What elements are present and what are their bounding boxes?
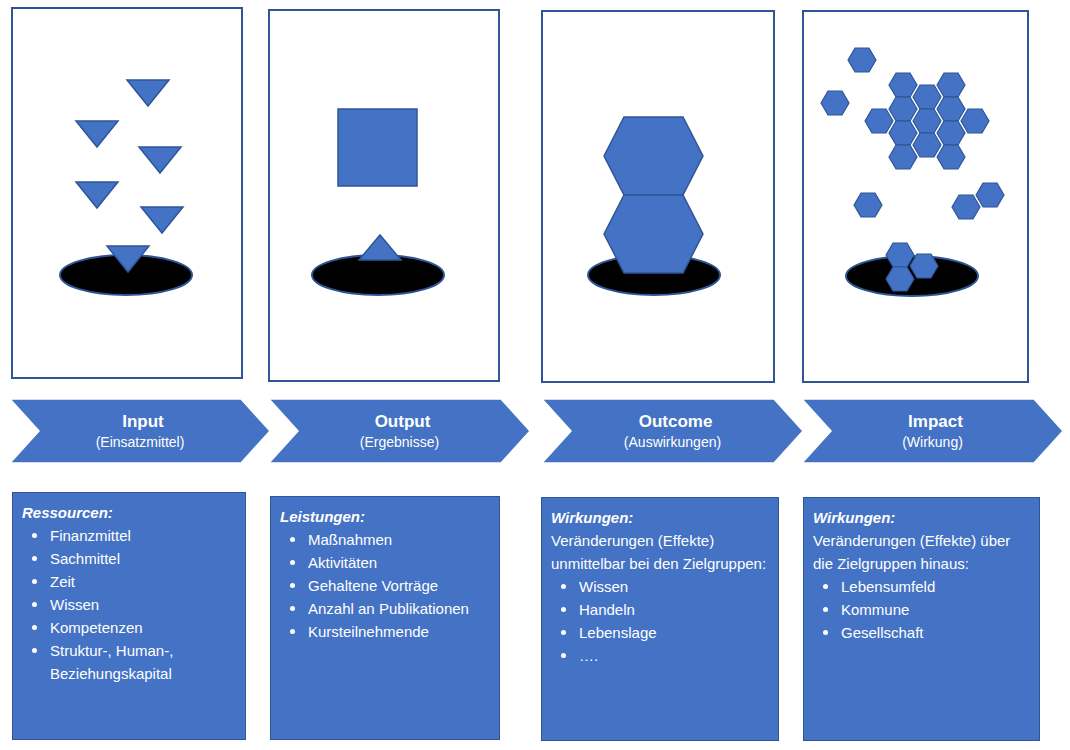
hexagon (854, 193, 882, 217)
list-item: Wissen (22, 593, 237, 616)
stage-subtitle: (Auswirkungen) (624, 433, 721, 452)
stage-chevron: Outcome(Auswirkungen) (541, 398, 804, 464)
hexagon (937, 145, 965, 169)
chevron-outline (802, 399, 1063, 463)
triangle (76, 121, 118, 147)
chevron-shape (9, 398, 271, 464)
list-item: Sachmittel (22, 547, 237, 570)
triangle (127, 80, 169, 106)
box-heading: Wirkungen: (551, 506, 770, 529)
stage-subtitle: (Einsatzmittel) (96, 433, 185, 452)
illustration-panel (12, 8, 242, 378)
stage-chevron: Input(Einsatzmittel) (9, 398, 271, 464)
hexagon-cluster (821, 48, 1004, 291)
stage-title: Output (375, 411, 431, 433)
stage-title: Input (122, 411, 164, 433)
stage-subtitle: (Ergebnisse) (360, 433, 439, 452)
list-item: Wissen (551, 575, 770, 598)
list-item: Lebenslage (551, 621, 770, 644)
hexagon (886, 267, 914, 291)
hexagon (865, 109, 893, 133)
stage-chevron: Output(Ergebnisse) (268, 398, 531, 464)
triangle (139, 147, 181, 173)
hexagon (976, 183, 1004, 207)
box-body: Veränderungen (Effekte) über die Zielgru… (813, 529, 1031, 575)
triangle (359, 235, 401, 260)
list-item: Anzahl an Publikationen (280, 597, 491, 620)
chevron-outline (269, 399, 530, 463)
list-item: Gehaltene Vorträge (280, 574, 491, 597)
triangle (141, 207, 183, 233)
list-item: Struktur-, Human-, Beziehungskapital (22, 639, 237, 685)
box-heading: Ressourcen: (22, 501, 237, 524)
chevron-outline (542, 399, 803, 463)
hexagon (889, 145, 917, 169)
chevron-shape (801, 398, 1064, 464)
list-item: Kompetenzen (22, 616, 237, 639)
list-item: Gesellschaft (813, 621, 1031, 644)
hole (312, 255, 444, 295)
stage-chevron: Impact(Wirkung) (801, 398, 1064, 464)
triangle (107, 246, 149, 272)
hexagon (604, 195, 703, 273)
list-item: …. (551, 644, 770, 667)
hexagon (961, 109, 989, 133)
hexagon (889, 97, 917, 121)
stage-title: Impact (908, 411, 963, 433)
list-item: Handeln (551, 598, 770, 621)
stage-subtitle: (Wirkung) (902, 433, 963, 452)
hexagon (604, 117, 703, 195)
square (338, 109, 417, 186)
description-box: Ressourcen:FinanzmittelSachmittelZeitWis… (12, 492, 246, 740)
list-item: Kommune (813, 598, 1031, 621)
hexagon (889, 121, 917, 145)
list-item: Aktivitäten (280, 551, 491, 574)
illustration-panel (269, 10, 499, 381)
list-item: Zeit (22, 570, 237, 593)
list-item: Finanzmittel (22, 524, 237, 547)
hexagon (937, 121, 965, 145)
hexagon (952, 195, 980, 219)
chevron-outline (10, 399, 270, 463)
hexagon (910, 254, 938, 278)
hexagon (913, 109, 941, 133)
description-box: Wirkungen:Veränderungen (Effekte) über d… (803, 497, 1040, 741)
stage-title: Outcome (639, 411, 713, 433)
triangle (76, 182, 118, 208)
box-heading: Wirkungen: (813, 506, 1031, 529)
list-item: Lebensumfeld (813, 575, 1031, 598)
hexagon (913, 133, 941, 157)
chevron-shape (541, 398, 804, 464)
chevron-shape (268, 398, 531, 464)
illustration-panel (542, 11, 774, 382)
description-box: Wirkungen:Veränderungen (Effekte) unmitt… (541, 497, 779, 741)
illustration-panel (803, 11, 1028, 382)
hexagon (821, 91, 849, 115)
box-heading: Leistungen: (280, 505, 491, 528)
hexagon (937, 73, 965, 97)
hexagon (848, 48, 876, 72)
description-box: Leistungen:MaßnahmenAktivitätenGehaltene… (270, 496, 500, 740)
hexagon (913, 85, 941, 109)
hexagon (889, 73, 917, 97)
hexagon (886, 243, 914, 267)
list-item: Kursteilnehmende (280, 620, 491, 643)
box-body: Veränderungen (Effekte) unmittelbar bei … (551, 529, 770, 575)
list-item: Maßnahmen (280, 528, 491, 551)
hexagon (937, 97, 965, 121)
